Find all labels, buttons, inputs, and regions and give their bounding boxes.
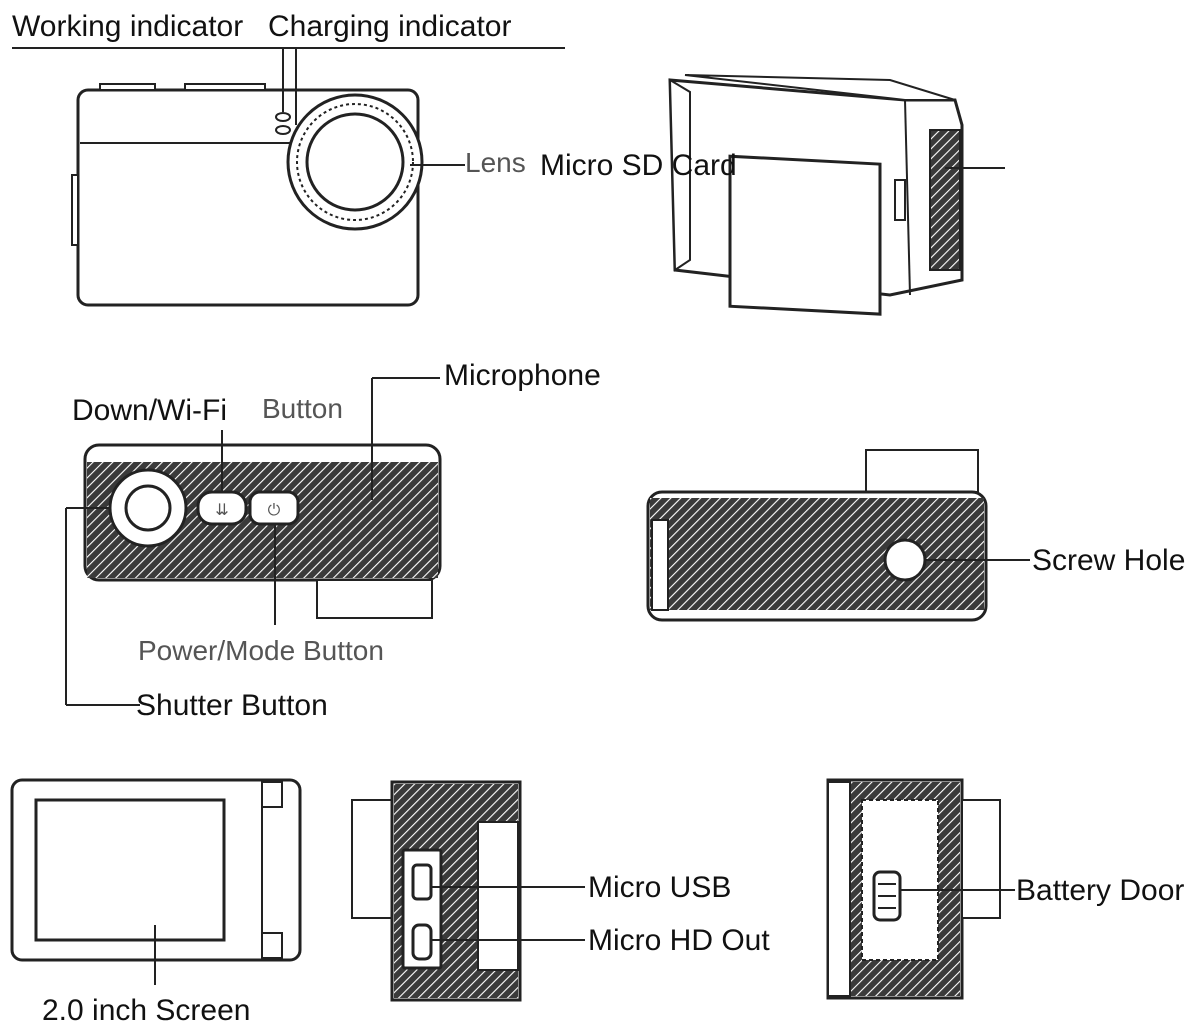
- lens-label: Lens: [465, 147, 526, 178]
- working-indicator-label: Working indicator: [12, 10, 243, 43]
- power-mode-label: Power/Mode Button: [138, 635, 384, 666]
- screen: [34, 798, 226, 942]
- svg-text:⇊: ⇊: [215, 500, 228, 519]
- micro-usb-label: Micro USB: [588, 871, 731, 904]
- battery-door-label: Battery Door: [1016, 874, 1184, 907]
- button-word-label: Button: [262, 393, 343, 424]
- camera-side-view-ports: Micro USB Micro HD Out: [351, 780, 770, 1002]
- micro-sd-card-label: Micro SD Card: [540, 149, 737, 182]
- micro-hd-out-label: Micro HD Out: [588, 924, 770, 957]
- screen-label: 2.0 inch Screen: [42, 994, 250, 1027]
- down-wifi-label: Down/Wi-Fi: [72, 394, 227, 427]
- screw-hole-label: Screw Hole: [1032, 544, 1185, 577]
- camera-bottom-view: Screw Hole: [646, 449, 1185, 622]
- screw-hole: [883, 538, 927, 582]
- working-indicator-led: [275, 112, 291, 122]
- camera-side-view-battery: Battery Door: [826, 778, 1184, 1000]
- micro-hd-out-port: [411, 923, 433, 961]
- micro-sd-card-slot: [929, 129, 961, 271]
- shutter-button: [108, 468, 188, 548]
- camera-back-view: 2.0 inch Screen: [10, 778, 302, 1027]
- camera-front-view: Working indicator Charging indicator Len…: [12, 10, 565, 307]
- camera-angled-view: Micro SD Card: [540, 74, 1005, 316]
- microphone-label: Microphone: [444, 359, 601, 392]
- charging-indicator-label: Charging indicator: [268, 10, 511, 43]
- charging-indicator-led: [275, 125, 291, 135]
- camera-top-view: ⇊ ⏻ Microphone Down/Wi-Fi Button Power/M…: [65, 359, 601, 722]
- micro-usb-port: [411, 863, 433, 901]
- lens: [286, 93, 424, 231]
- svg-text:⏻: ⏻: [268, 500, 281, 519]
- shutter-button-label: Shutter Button: [136, 689, 328, 722]
